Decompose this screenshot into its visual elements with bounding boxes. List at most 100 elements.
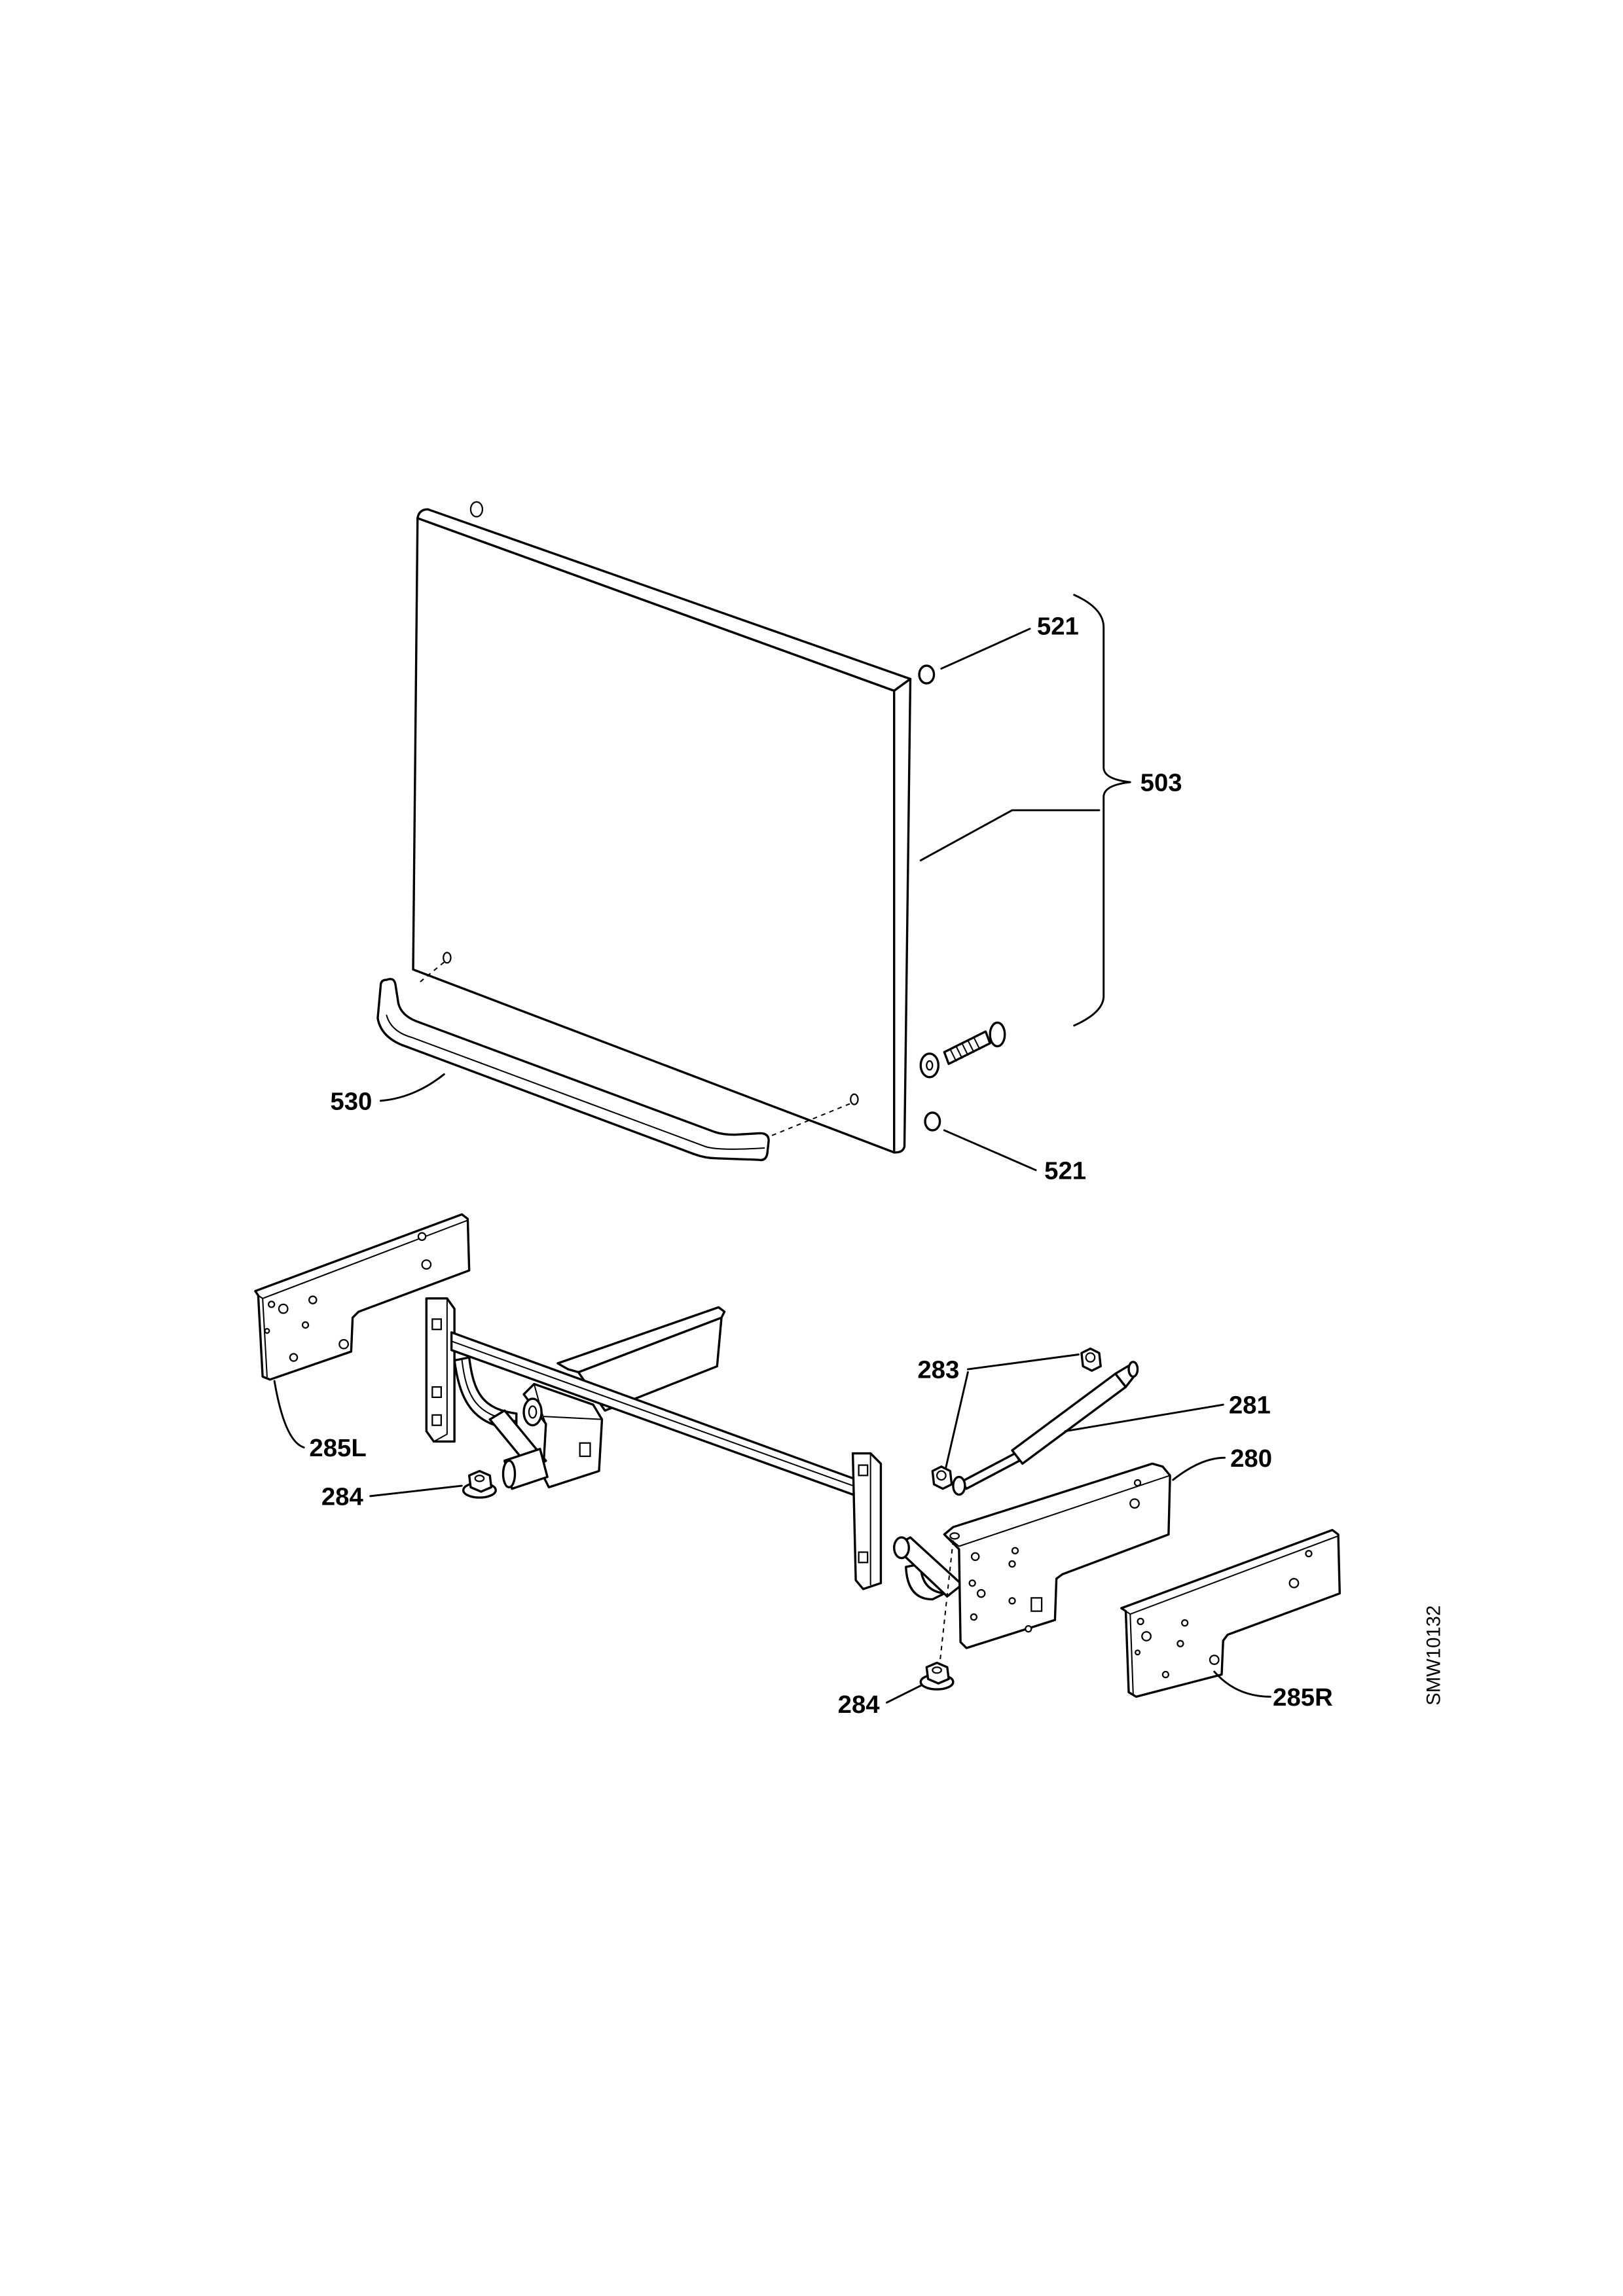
foot-right-hole [932, 1666, 942, 1674]
plate-right-body [1120, 1529, 1341, 1698]
leader-nuts [945, 1354, 1080, 1469]
leader-foot-left [369, 1484, 463, 1498]
hinge-left [425, 1297, 604, 1490]
oval-top [918, 664, 936, 685]
foot-left [462, 1469, 497, 1499]
handle-fixing-line-right [770, 1103, 850, 1137]
plate-right-hole [1181, 1619, 1189, 1627]
plate-right-hole [1135, 1649, 1141, 1656]
door-hinge-screw [919, 1021, 1006, 1079]
plate-left [254, 1213, 471, 1381]
nut-lower [931, 1465, 953, 1490]
door-handle-body [376, 978, 770, 1162]
leader-handle [379, 1073, 445, 1102]
bracket-hole [968, 1579, 976, 1587]
nut-upper [1080, 1347, 1102, 1372]
hinge-left-slot [431, 1414, 442, 1426]
leader-gas-strut [1064, 1403, 1224, 1433]
bracket-hole [970, 1552, 980, 1562]
door-assembly: 521 503 530 521 [330, 501, 1182, 1185]
bracket-hole [976, 1588, 986, 1598]
bracket-hole [1129, 1498, 1140, 1509]
callout-foot-right: 284 [838, 1691, 881, 1719]
bracket-slot [1030, 1597, 1043, 1612]
foot-left-hole [474, 1475, 485, 1482]
leader-oval-bottom [943, 1129, 1037, 1172]
hinge-right-pivot [893, 1536, 910, 1560]
hinge-left-block [522, 1382, 604, 1489]
plate-left-edge [257, 1219, 469, 1378]
bracket-hole [1011, 1547, 1019, 1554]
nut-lower-hole [936, 1470, 947, 1481]
door-top-pin [469, 501, 484, 518]
handle-fixing-line-left [418, 961, 445, 984]
hinge-assembly: 283 281 280 285L 284 284 285R [254, 1213, 1341, 1719]
gas-strut-cylinder [1011, 1372, 1127, 1465]
plate-left-hole [264, 1327, 270, 1334]
plate-left-hole [338, 1338, 349, 1350]
hinge-left-slot [431, 1386, 442, 1398]
plate-left-hole [301, 1321, 310, 1329]
callout-oval-top: 521 [1037, 613, 1079, 641]
washer-hole [926, 1060, 934, 1071]
oval-bottom [924, 1111, 941, 1132]
leader-oval-top [940, 628, 1031, 670]
gas-strut-end-right [1127, 1361, 1139, 1378]
bracket-hole [1133, 1479, 1142, 1487]
callout-bracket: 280 [1230, 1444, 1272, 1473]
hinge-left-block-slot [579, 1442, 591, 1458]
bracket-body [943, 1462, 1171, 1649]
plate-right-hole [1176, 1640, 1184, 1647]
drawing-code: SMW10132 [1423, 1605, 1445, 1706]
plate-right-hole [1209, 1655, 1220, 1665]
hinge-right-slot [858, 1464, 869, 1477]
plate-right-hole [1137, 1617, 1144, 1626]
door-handle-highlight [386, 1014, 765, 1150]
callout-door: 503 [1140, 769, 1182, 797]
leader-plate-left [273, 1380, 305, 1448]
leader-plate-right [1213, 1670, 1271, 1698]
hinge-left-cylinder-end [501, 1460, 517, 1489]
plate-right [1120, 1529, 1341, 1698]
gas-strut [952, 1361, 1139, 1496]
callout-handle: 530 [330, 1087, 372, 1115]
hinge-left-slot [431, 1318, 442, 1331]
foot-right-fixing-line [939, 1540, 954, 1663]
screw-thread [949, 1036, 981, 1062]
bracket-pin-hole [949, 1532, 960, 1540]
hinge-left-block-edge [533, 1383, 603, 1425]
callout-nuts: 283 [917, 1356, 959, 1384]
gas-strut-end-left [952, 1475, 966, 1496]
door-handle-hole-right [850, 1093, 859, 1105]
nut-upper-hole [1085, 1352, 1096, 1363]
plate-left-hole [308, 1295, 318, 1304]
callout-oval-bottom: 521 [1044, 1157, 1086, 1185]
bracket-hole [970, 1613, 978, 1621]
rear-rail-flange [556, 1306, 726, 1374]
plate-right-hole [1141, 1631, 1152, 1641]
leader-bracket [1172, 1456, 1226, 1481]
bracket-fold-line [943, 1475, 1171, 1547]
callout-plate-left: 285L [309, 1434, 366, 1462]
plate-left-hole [268, 1300, 276, 1308]
plate-right-hole [1161, 1670, 1170, 1679]
plate-left-body [254, 1213, 471, 1381]
screw-shank [943, 1030, 991, 1066]
bracket-hole [1025, 1625, 1032, 1633]
callout-plate-right: 285R [1273, 1683, 1333, 1712]
connecting-bar-edge [450, 1340, 858, 1488]
hinge-right-slot [858, 1551, 869, 1564]
leader-door [919, 809, 1101, 862]
leader-foot-right [885, 1683, 923, 1704]
bracket [943, 1462, 1171, 1649]
plate-right-edge [1125, 1535, 1340, 1695]
plate-right-hole [1288, 1577, 1300, 1588]
door-handle-hole-left [443, 952, 452, 964]
plate-left-hole [278, 1303, 289, 1314]
foot-right [919, 1661, 955, 1691]
plate-left-hole [289, 1353, 299, 1362]
gas-strut-rod [960, 1452, 1021, 1490]
plate-left-hole [421, 1259, 432, 1270]
